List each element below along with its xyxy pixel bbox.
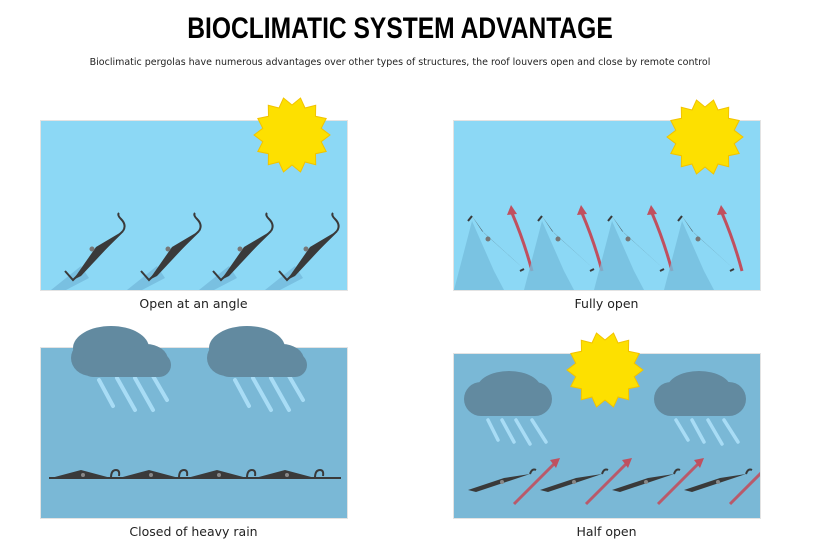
caption-half-open: Half open — [576, 524, 637, 539]
caption-fully-open: Fully open — [574, 296, 639, 311]
panel-closed-heavy-rain — [40, 326, 348, 519]
caption-open-at-angle: Open at an angle — [139, 296, 248, 311]
louvers-closed-illustration — [49, 326, 341, 479]
sun-icon — [253, 97, 331, 173]
caption-closed-heavy-rain: Closed of heavy rain — [129, 524, 258, 539]
louvers-open-illustration — [454, 203, 744, 290]
louvers-angle-illustration — [51, 212, 340, 290]
page-title: BIOCLIMATIC SYSTEM ADVANTAGE — [187, 12, 613, 45]
sun-icon — [566, 332, 644, 408]
sun-icon — [666, 99, 744, 175]
louvers-half-open-illustration — [464, 371, 760, 506]
page-subtitle: Bioclimatic pergolas have numerous advan… — [89, 57, 711, 68]
